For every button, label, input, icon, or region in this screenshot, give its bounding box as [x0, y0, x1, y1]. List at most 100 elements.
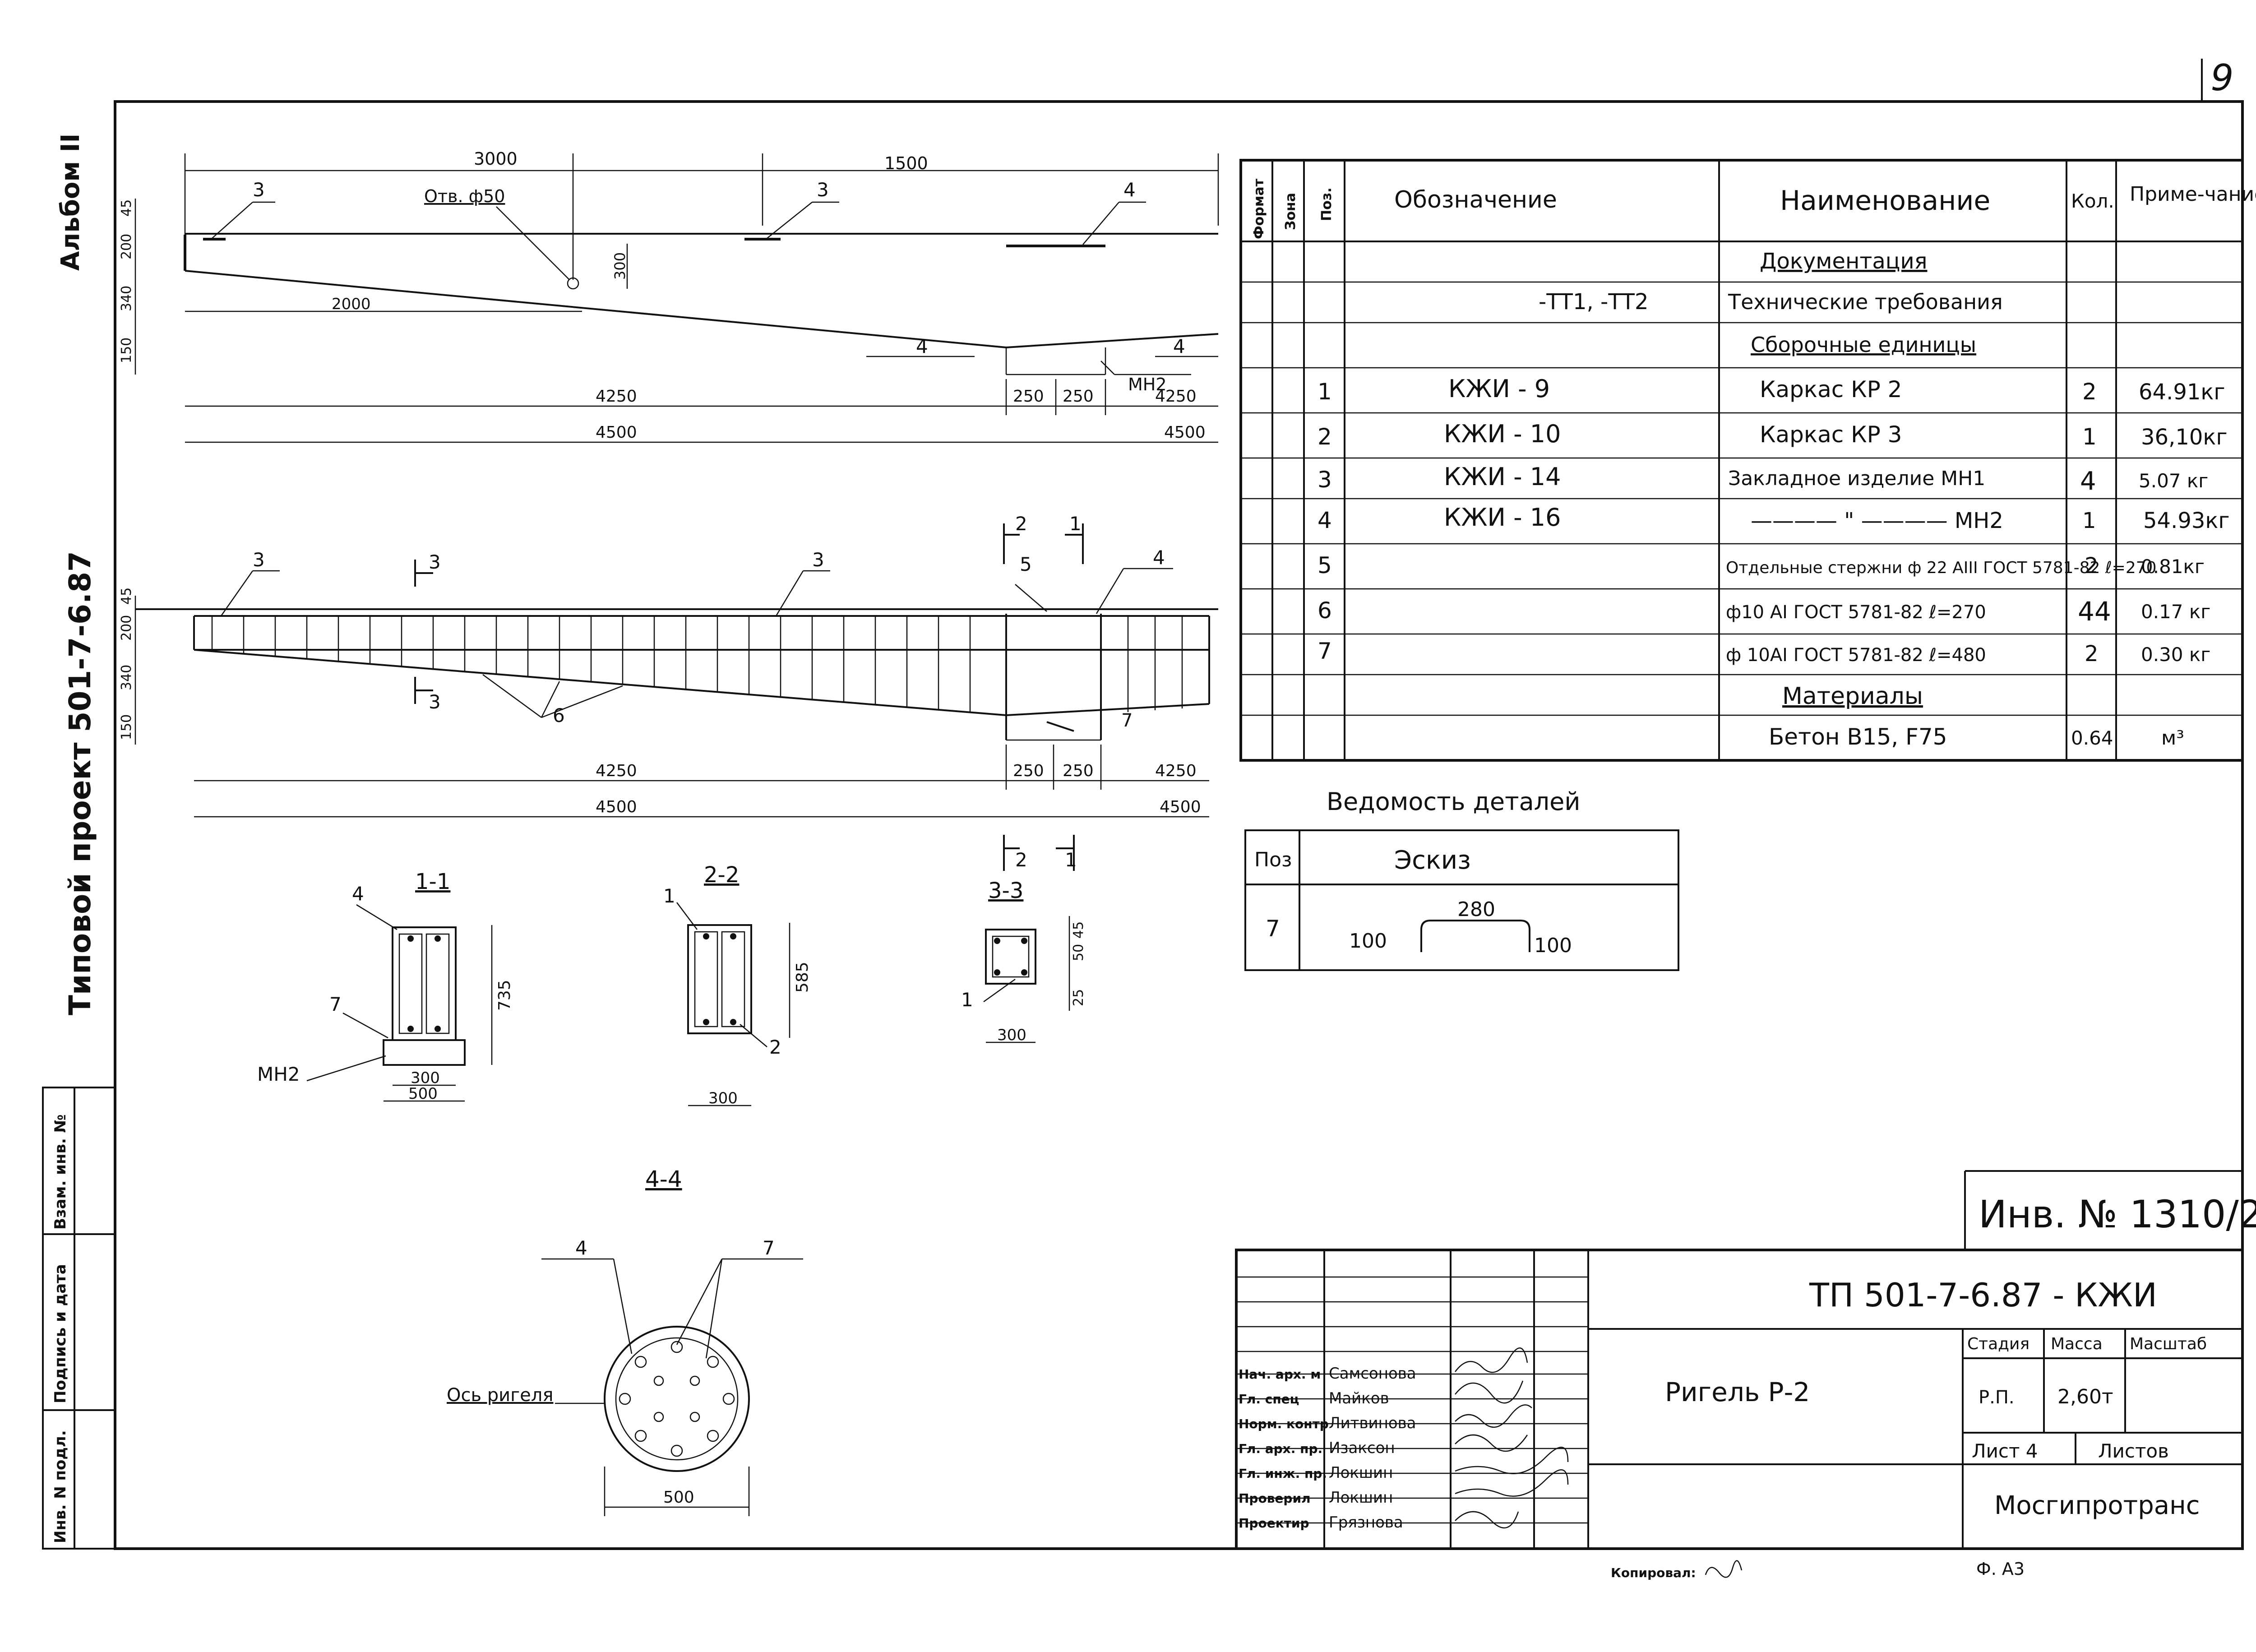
- outer-frame: [114, 100, 2244, 1550]
- spec-r11-note: м³: [2161, 727, 2184, 750]
- spec-r5-pos: 3: [1318, 467, 1332, 493]
- elev-dim-3000: 3000: [474, 149, 518, 169]
- spec-table: Формат Зона Поз. Обозначение Наименовани…: [1239, 159, 2256, 762]
- frame-dim-b1-250a: 250: [1013, 762, 1044, 780]
- s44-marker-7: 7: [763, 1237, 775, 1259]
- frame-dim-b1-250b: 250: [1063, 762, 1094, 780]
- role-4: Гл. инж. пр.: [1239, 1466, 1327, 1481]
- spec-r5-designation: КЖИ - 14: [1444, 463, 1561, 491]
- frame-section-2b: 2: [1015, 849, 1027, 871]
- spec-r3-designation: КЖИ - 9: [1448, 375, 1550, 403]
- frame-dim-b2-4500b: 4500: [1160, 798, 1201, 816]
- spec-r10-name: Материалы: [1782, 683, 1923, 710]
- frame-section-1a: 1: [1069, 513, 1082, 535]
- inventory-box: Инв. № 1310/2: [1964, 1170, 2256, 1250]
- title-block: ТП 501-7-6.87 - КЖИ Ригель Р-2 Стадия Ма…: [1235, 1249, 2244, 1550]
- spec-r4-name: Каркас КР 3: [1760, 421, 1902, 448]
- spec-r5-qty: 4: [2080, 467, 2096, 496]
- mass-value: 2,60т: [2057, 1385, 2113, 1408]
- frame-marker-3b: 3: [812, 549, 824, 571]
- s33-dim-45: 45: [1071, 921, 1086, 939]
- elev-left-dim-150: 150: [119, 338, 134, 363]
- copied-signature: [1705, 1560, 1743, 1578]
- elev-left-dim-45: 45: [119, 199, 134, 217]
- elev-marker-4b: 4: [916, 335, 928, 357]
- frame-view: 3 3 2 1 2 1 3 3 4 5 6 7 45 200 340 150 4…: [119, 513, 1218, 871]
- left-stamp: Инв. N подл. Подпись и дата Взам. инв. №: [42, 1087, 116, 1550]
- copied-label: Копировал:: [1611, 1565, 1696, 1580]
- s44-axis-label: Ось ригеля: [447, 1385, 553, 1406]
- role-6: Проектир: [1239, 1516, 1309, 1531]
- details-dim-top: 280: [1457, 898, 1495, 921]
- details-h-pos: Поз: [1254, 848, 1292, 871]
- s11-dim-300: 300: [411, 1069, 440, 1087]
- page-number: 9: [2211, 57, 2234, 99]
- role-2: Норм. контр: [1239, 1416, 1329, 1431]
- drawing-title: Ригель Р-2: [1665, 1377, 1810, 1407]
- elevation-view: 3000 1500 Отв. ф50 300 2000 3 3 4 4 4: [119, 149, 1219, 443]
- spec-r4-designation: КЖИ - 10: [1444, 420, 1561, 448]
- scale-label: Масштаб: [2130, 1335, 2207, 1353]
- s33-dim-300: 300: [997, 1026, 1026, 1044]
- spec-r2-name: Сборочные единицы: [1751, 333, 1976, 357]
- role-5: Проверил: [1239, 1491, 1311, 1506]
- details-table: Ведомость деталей Поз Эскиз 7 280 100 10…: [1244, 787, 1679, 971]
- spec-h-pos: Поз.: [1319, 187, 1335, 221]
- signatures: [1455, 1347, 1569, 1529]
- elev-left-dim-200: 200: [119, 234, 134, 259]
- role-3: Гл. арх. пр.: [1239, 1441, 1322, 1456]
- stamp-replace-inv: Взам. инв. №: [51, 1114, 69, 1230]
- s44-dim-500: 500: [663, 1488, 694, 1507]
- section-3-3: 3-3 45 50 25 300 1: [961, 878, 1086, 1044]
- spec-r11-name: Бетон В15, F75: [1769, 724, 1947, 750]
- frame-section-3a: 3: [429, 551, 441, 573]
- s11-dim-735: 735: [495, 980, 514, 1011]
- elev-marker-3b: 3: [817, 179, 829, 201]
- frame-section-2a: 2: [1015, 513, 1027, 535]
- spec-r8-qty: 44: [2078, 596, 2111, 627]
- spec-r9-qty: 2: [2085, 641, 2099, 666]
- frame-marker-5: 5: [1020, 553, 1032, 575]
- spec-r6-note: 54.93кг: [2143, 508, 2230, 533]
- s11-marker-4: 4: [352, 883, 364, 905]
- spec-r5-name: Закладное изделие МН1: [1728, 467, 1985, 490]
- role-0: Нач. арх. м: [1239, 1367, 1321, 1382]
- spec-r8-name: ф10 AI ГОСТ 5781-82 ℓ=270: [1726, 602, 1986, 623]
- elev-dim-b1-250a: 250: [1013, 387, 1044, 406]
- inventory-number: Инв. № 1310/2: [1979, 1192, 2256, 1236]
- s44-marker-4: 4: [575, 1237, 587, 1259]
- s33-dim-25: 25: [1071, 989, 1086, 1006]
- elev-marker-4c: 4: [1173, 335, 1185, 357]
- spec-r8-pos: 6: [1318, 597, 1332, 624]
- spec-r6-pos: 4: [1318, 507, 1332, 533]
- section-4-4-title: 4-4: [645, 1166, 682, 1192]
- spec-r7-pos: 5: [1318, 552, 1332, 578]
- elev-dim-1500: 1500: [884, 153, 928, 173]
- spec-r4-pos: 2: [1318, 424, 1332, 450]
- name-1: Майков: [1329, 1389, 1389, 1407]
- name-0: Самсонова: [1329, 1365, 1416, 1383]
- spec-r3-pos: 1: [1318, 379, 1332, 405]
- spec-r7-name: Отдельные стержни ф 22 AIII ГОСТ 5781-82…: [1726, 559, 2157, 577]
- elev-left-dim-340: 340: [119, 286, 134, 311]
- spec-r11-qty: 0.64: [2071, 727, 2113, 749]
- spec-r4-qty: 1: [2082, 424, 2097, 450]
- stamp-inv-orig: Инв. N подл.: [51, 1430, 69, 1543]
- name-3: Изаксон: [1329, 1439, 1395, 1457]
- spec-h-qty: Кол.: [2071, 190, 2114, 212]
- elev-dim-2000: 2000: [332, 295, 371, 313]
- s22-marker-2: 2: [769, 1036, 781, 1058]
- spec-r9-pos: 7: [1318, 638, 1332, 664]
- spec-r1-name: Технические требования: [1728, 290, 2003, 314]
- section-3-3-title: 3-3: [988, 878, 1023, 903]
- spec-r3-name: Каркас КР 2: [1760, 376, 1902, 403]
- spec-r8-note: 0.17 кг: [2141, 601, 2210, 623]
- frame-marker-7: 7: [1121, 710, 1133, 731]
- frame-left-dim-340: 340: [119, 665, 134, 690]
- stage-value: Р.П.: [1979, 1387, 2015, 1408]
- spec-h-name: Наименование: [1780, 185, 1990, 217]
- section-1-1: 1-1 735 300 500 4 7 МН2: [257, 869, 514, 1103]
- frame-section-3b: 3: [429, 691, 441, 713]
- s33-dim-50: 50: [1071, 944, 1086, 961]
- frame-dim-b1-4250b: 4250: [1155, 762, 1197, 780]
